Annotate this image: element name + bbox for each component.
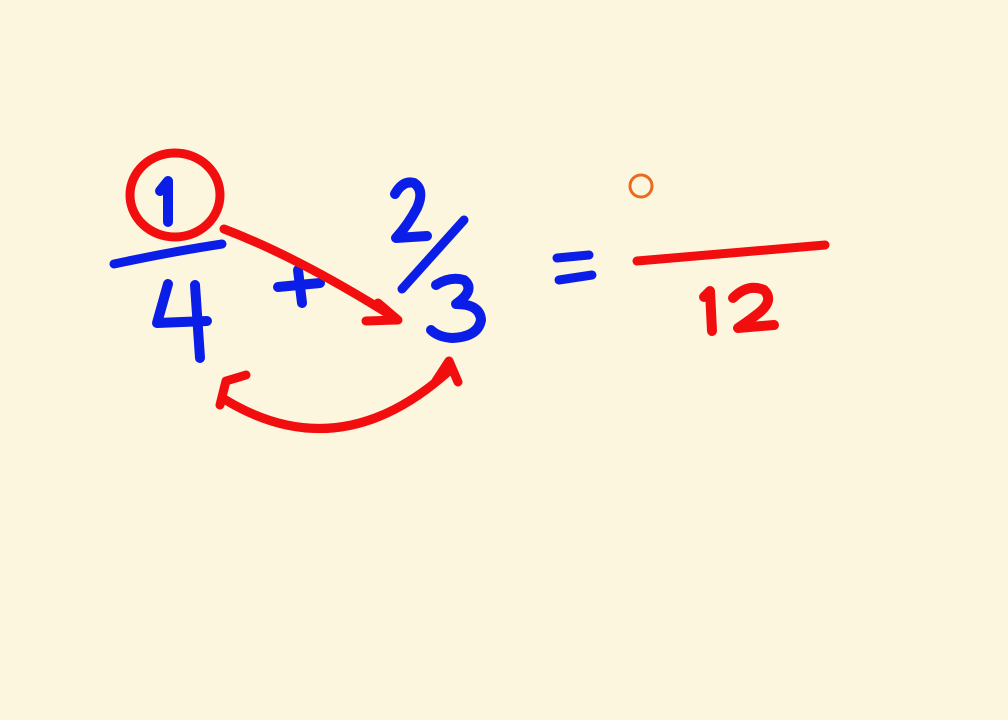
fraction-one-quarter xyxy=(109,176,227,363)
denominator-digit-4 xyxy=(152,279,212,328)
result-fraction xyxy=(632,240,830,336)
denominator-digit-4-stem xyxy=(190,280,205,363)
highlight-circle xyxy=(125,148,225,242)
result-fraction-bar xyxy=(632,240,830,266)
denominator-digit-3 xyxy=(426,273,486,343)
plus-sign xyxy=(273,265,325,308)
cross-multiply-arrowhead xyxy=(361,298,403,326)
fraction-slash xyxy=(397,215,469,294)
denominator-link-arrowhead-right xyxy=(431,356,463,387)
result-digit-2 xyxy=(728,282,779,333)
equals-sign xyxy=(552,250,597,285)
pen-pointer-icon xyxy=(628,173,654,199)
result-digit-1 xyxy=(699,286,717,336)
fraction-bar-1 xyxy=(109,239,227,269)
numerator-digit-1 xyxy=(155,176,173,227)
denominator-link-arrow xyxy=(219,365,455,433)
fraction-two-thirds xyxy=(390,177,486,343)
denominator-link-arrowhead-left xyxy=(215,370,251,410)
numerator-digit-2 xyxy=(390,177,432,243)
cross-multiply-arrow xyxy=(219,224,400,323)
